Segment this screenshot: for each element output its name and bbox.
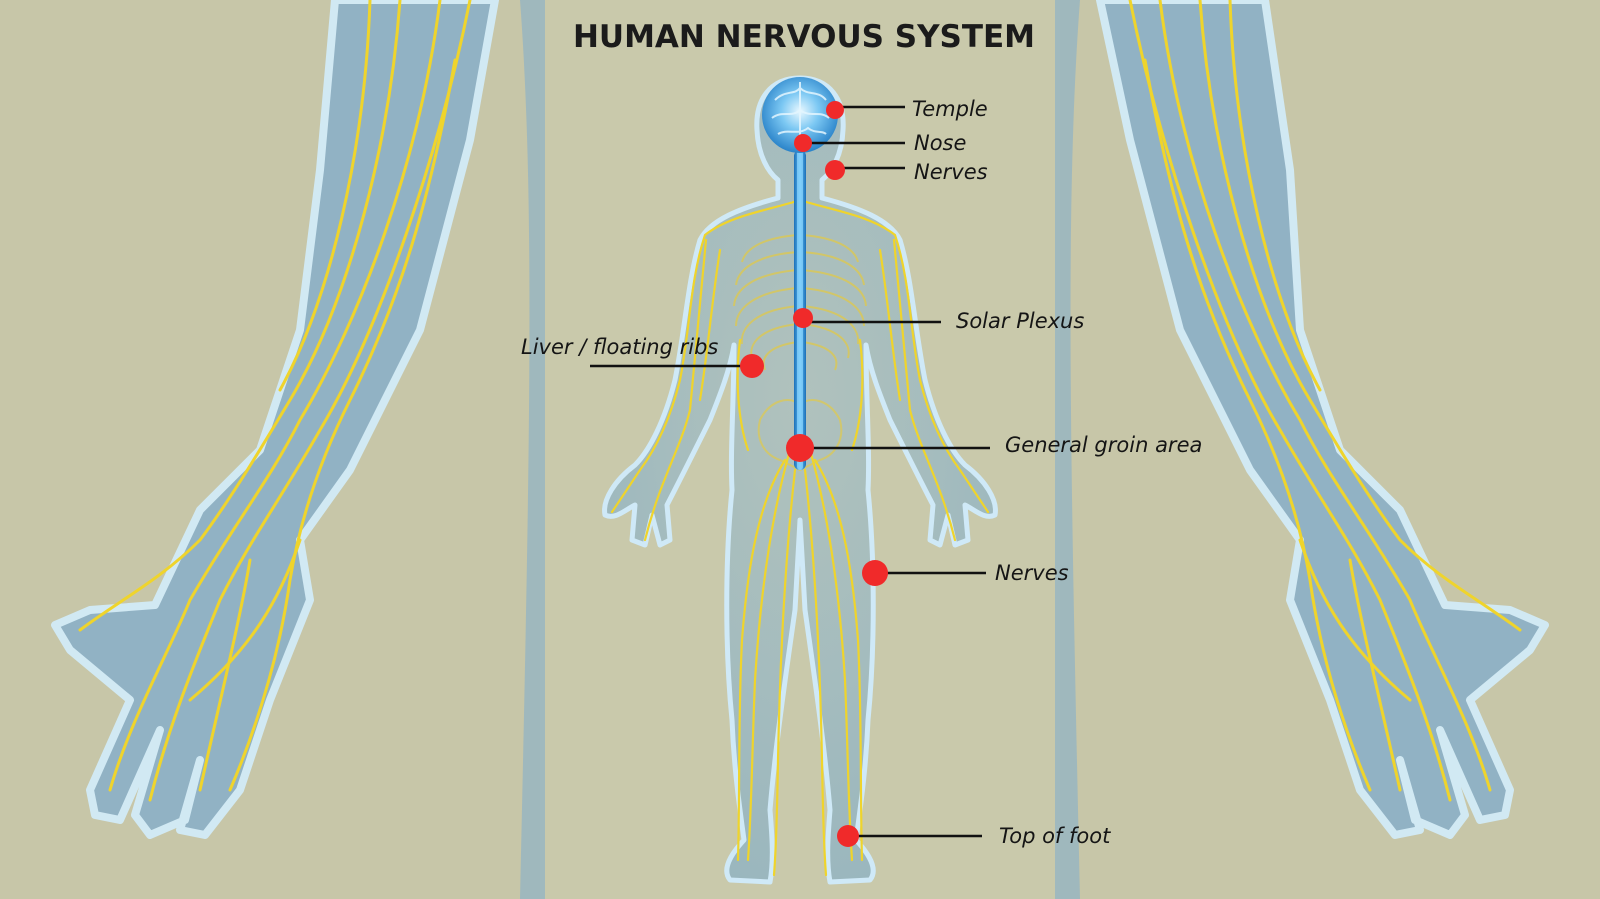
marker-dot bbox=[826, 101, 844, 119]
body-figure bbox=[602, 75, 998, 885]
marker-dot bbox=[825, 160, 845, 180]
marker-dot bbox=[786, 434, 814, 462]
callout-top-of-foot: Top of foot bbox=[837, 824, 1111, 848]
left-torso-edge bbox=[520, 0, 545, 899]
callout-label-top-of-foot: Top of foot bbox=[999, 824, 1111, 848]
callout-temple: Temple bbox=[826, 97, 988, 121]
diagram-title: HUMAN NERVOUS SYSTEM bbox=[573, 19, 1035, 55]
callout-label-liver: Liver / floating ribs bbox=[521, 335, 718, 359]
marker-dot bbox=[793, 308, 813, 328]
callout-label-solar-plexus: Solar Plexus bbox=[956, 309, 1084, 333]
callout-liver: Liver / floating ribs bbox=[521, 335, 764, 378]
callout-nerves-leg: Nerves bbox=[862, 560, 1069, 586]
callout-groin: General groin area bbox=[786, 433, 1202, 462]
right-arm-illustration bbox=[1096, 0, 1549, 839]
callout-label-nerves-neck: Nerves bbox=[914, 160, 988, 184]
marker-dot bbox=[837, 825, 859, 847]
pelvis bbox=[757, 399, 843, 472]
callout-label-nose: Nose bbox=[914, 131, 966, 155]
callout-nerves-neck: Nerves bbox=[825, 160, 988, 184]
callout-label-nerves-leg: Nerves bbox=[995, 561, 1069, 585]
marker-dot bbox=[740, 354, 764, 378]
callout-nose: Nose bbox=[794, 131, 966, 155]
callout-label-temple: Temple bbox=[912, 97, 988, 121]
marker-dot bbox=[794, 134, 812, 152]
peripheral-nerves bbox=[610, 198, 990, 877]
left-arm-illustration bbox=[51, 0, 499, 839]
right-torso-edge bbox=[1055, 0, 1080, 899]
callout-solar-plexus: Solar Plexus bbox=[793, 308, 1084, 333]
callout-label-groin: General groin area bbox=[1005, 433, 1202, 457]
marker-dot bbox=[862, 560, 888, 586]
callouts: Temple Nose Nerves Solar Plexus Liver / … bbox=[521, 97, 1202, 848]
